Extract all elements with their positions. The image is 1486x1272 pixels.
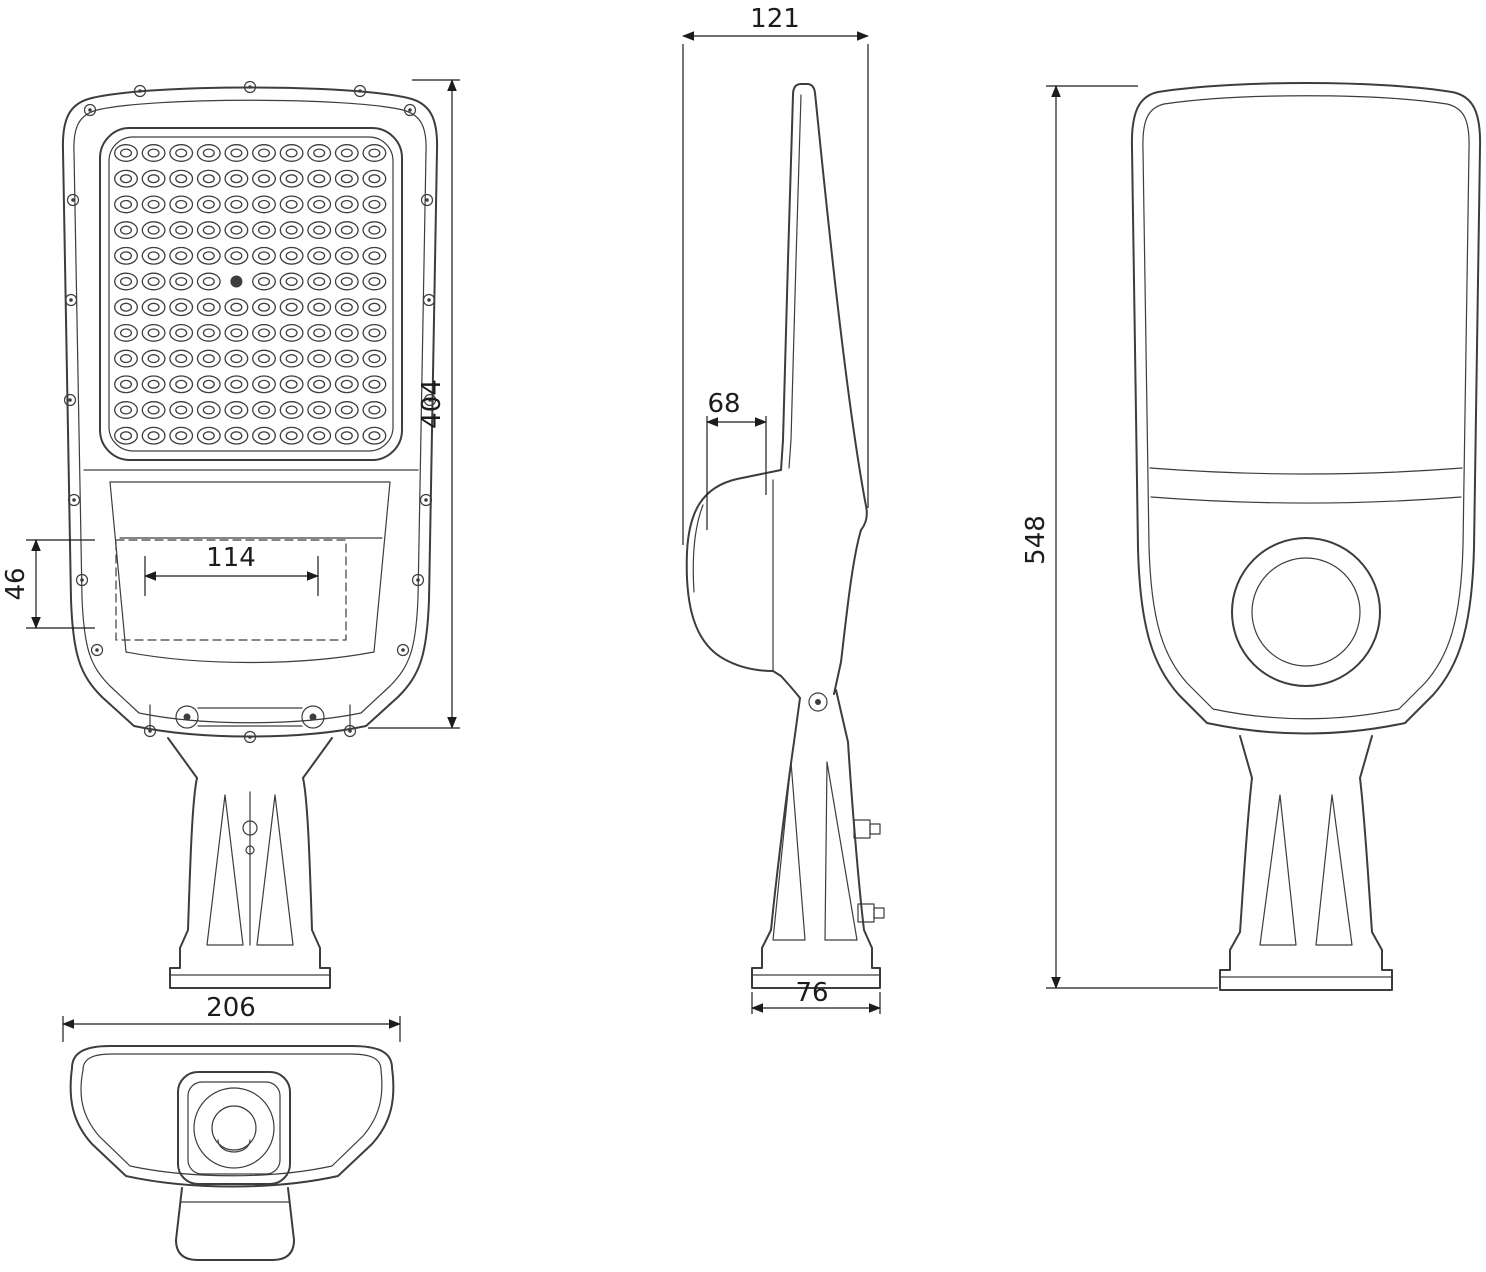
led-panel-inner-frame (108, 136, 394, 452)
arm-socket-inner (187, 1081, 281, 1175)
photocell-dot (230, 275, 243, 288)
dim-label-side-sensor-depth: 68 (707, 389, 740, 419)
rear-view: 548 (1021, 82, 1482, 991)
dimension-68: 68 (706, 389, 767, 530)
dimension-206: 206 (62, 993, 401, 1042)
dimension-548: 548 (1021, 85, 1218, 989)
side-lamp-profile (685, 83, 868, 712)
front-body-inner-outline (73, 99, 427, 724)
dim-label-rear-height: 548 (1021, 515, 1051, 565)
dimension-121: 121 (682, 4, 869, 545)
led-array (114, 144, 387, 445)
dimension-76: 76 (751, 978, 881, 1014)
dim-label-front-lower-height: 46 (1, 567, 31, 600)
rear-body-inner (1142, 95, 1470, 720)
front-mounting-arm (167, 737, 333, 989)
dim-label-bottom-width: 206 (206, 993, 256, 1023)
bottom-body-outline (69, 1045, 395, 1188)
led-panel-frame (99, 127, 403, 461)
front-body-outline (61, 86, 439, 738)
dim-label-side-depth: 121 (750, 4, 800, 34)
front-view: 404 46 114 (1, 79, 460, 989)
driver-box-dashed (115, 539, 347, 641)
arm-socket-outer (177, 1071, 291, 1185)
socket-detail-arc (217, 1139, 251, 1153)
rear-mounting-arm (1219, 735, 1393, 991)
dim-label-front-height: 404 (417, 379, 447, 429)
socket-circle-outer (193, 1087, 275, 1169)
dimension-114: 114 (144, 543, 319, 596)
lower-recess (109, 481, 391, 664)
socket-circle-inner (211, 1105, 257, 1151)
dimension-404: 404 (368, 79, 460, 729)
housing-screws (63, 80, 437, 744)
sensor-circle-inner (1251, 557, 1361, 667)
side-mounting-arm (751, 689, 885, 989)
rear-body-outline (1130, 82, 1482, 735)
bottom-view: 206 (62, 993, 401, 1261)
hinge-bolts (149, 704, 351, 731)
dim-label-front-inner-width: 114 (206, 543, 256, 573)
dim-label-side-base-width: 76 (795, 978, 828, 1008)
bottom-body-inner (80, 1053, 383, 1177)
sensor-circle-outer (1231, 537, 1381, 687)
rear-divider-line-2 (1150, 496, 1462, 504)
bottom-arm (175, 1187, 295, 1261)
rear-divider-line-1 (1149, 467, 1463, 475)
dimension-46: 46 (1, 539, 95, 629)
mounting-bolts (853, 819, 885, 923)
side-view: 121 68 (682, 4, 885, 1014)
